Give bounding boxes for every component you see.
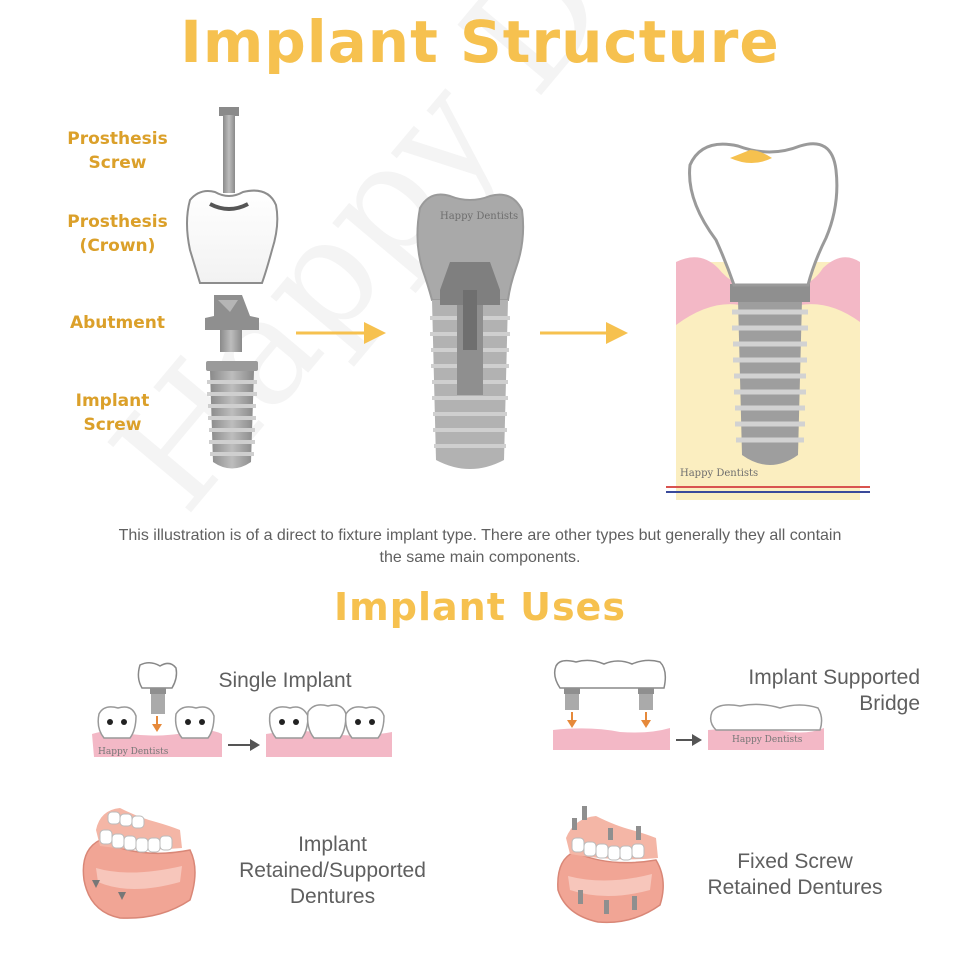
brand-mark: Happy Dentists [680, 468, 758, 479]
label-implant-supported-bridge: Implant Supported Bridge [748, 666, 920, 715]
section-title-uses: Implant Uses [334, 585, 626, 629]
bridge-icon [553, 659, 824, 750]
label-prosthesis-screw: Prosthesis Screw [67, 129, 168, 173]
arrow-right-icon [540, 322, 628, 344]
label-implant-screw: Implant Screw [75, 391, 150, 435]
fixed-denture-icon [557, 806, 664, 924]
label-prosthesis-crown: Prosthesis (Crown) [67, 212, 168, 256]
label-single-implant: Single Implant [218, 669, 352, 692]
crown-icon [186, 189, 279, 284]
prosthesis-screw-icon [219, 107, 239, 193]
brand-mark: Happy Dentists [732, 735, 803, 745]
page-title: Implant Structure [180, 8, 780, 76]
explanation-note: This illustration is of a direct to fixt… [118, 527, 842, 566]
abutment-icon [205, 295, 259, 352]
brand-mark: Happy Dentists [440, 211, 518, 222]
assembled-implant-icon [416, 193, 525, 469]
label-implant-retained-dentures: Implant Retained/Supported Dentures [239, 833, 426, 908]
implant-screw-icon [206, 361, 258, 469]
denture-icon [82, 808, 196, 919]
arrow-right-icon [296, 322, 386, 344]
label-abutment: Abutment [69, 313, 166, 333]
brand-mark: Happy Dentists [98, 747, 169, 757]
implant-in-jaw-icon [666, 142, 870, 500]
label-fixed-screw-dentures: Fixed Screw Retained Dentures [707, 850, 883, 899]
single-implant-icon [92, 662, 392, 757]
